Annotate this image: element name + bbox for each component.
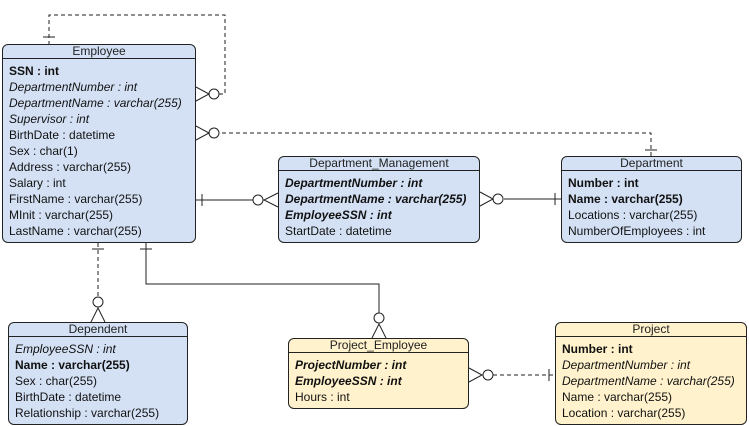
entity-field: SSN : int	[9, 64, 59, 78]
crowfoot-marker	[371, 322, 387, 339]
crowfoot-marker	[479, 191, 495, 207]
entity-field: DepartmentName : varchar(255)	[285, 192, 467, 206]
entity-field: Name : varchar(255)	[15, 358, 130, 372]
rel-project-project-employee	[468, 367, 555, 383]
entity-field: LastName : varchar(255)	[9, 224, 142, 238]
entity-field: Supervisor : int	[9, 112, 90, 126]
entity-field: Location : varchar(255)	[562, 406, 686, 420]
crowfoot-marker	[468, 367, 484, 383]
rel-department-employee-line	[219, 132, 652, 156]
entity-department-management[interactable]: Department_Management DepartmentNumber :…	[278, 156, 480, 243]
entity-field: Name : varchar(255)	[562, 390, 673, 404]
entity-field: DepartmentName : varchar(255)	[9, 96, 182, 110]
crowfoot-marker	[195, 125, 211, 141]
crowfoot-marker	[262, 192, 279, 208]
entity-field: ProjectNumber : int	[295, 358, 407, 372]
entity-field: Locations : varchar(255)	[568, 208, 698, 222]
entity-title: Project_Employee	[289, 339, 468, 353]
entity-field: DepartmentNumber : int	[562, 358, 691, 372]
entity-field: Sex : char(255)	[15, 374, 98, 388]
entity-field: Hours : int	[295, 390, 350, 404]
entity-field: Salary : int	[9, 176, 66, 190]
zero-marker	[252, 194, 264, 206]
entity-field: MInit : varchar(255)	[9, 208, 114, 222]
entity-field: Relationship : varchar(255)	[15, 406, 160, 420]
rel-employee-dependent	[90, 243, 106, 323]
rel-employee-supervisor-line	[48, 14, 226, 95]
rel-employee-project-employee	[140, 243, 387, 339]
zero-marker	[92, 296, 104, 308]
crowfoot-marker	[195, 86, 211, 102]
zero-marker	[208, 88, 220, 100]
rel-employee-pe-line	[145, 243, 380, 313]
rel-employee-department-management	[196, 192, 279, 208]
entity-field: EmployeeSSN : int	[295, 374, 402, 388]
entity-field: FirstName : varchar(255)	[9, 192, 143, 206]
entity-title: Project	[556, 323, 746, 337]
zero-marker	[492, 193, 504, 205]
entity-field: BirthDate : datetime	[9, 128, 116, 142]
entity-field: Name : varchar(255)	[568, 192, 683, 206]
entity-field: EmployeeSSN : int	[285, 208, 392, 222]
entity-field: BirthDate : datetime	[15, 390, 122, 404]
entity-title: Employee	[3, 45, 195, 59]
entity-field: Sex : char(1)	[9, 144, 78, 158]
zero-marker	[208, 127, 220, 139]
entity-title: Department_Management	[279, 157, 479, 171]
crowfoot-marker	[90, 306, 106, 323]
entity-field: EmployeeSSN : int	[15, 342, 116, 356]
entity-field: DepartmentNumber : int	[285, 176, 423, 190]
entity-title: Dependent	[9, 323, 187, 337]
entity-field: Address : varchar(255)	[9, 160, 132, 174]
zero-marker	[482, 369, 494, 381]
entity-field: StartDate : datetime	[285, 224, 392, 238]
rel-department-employee	[195, 125, 657, 156]
entity-field: Number : int	[568, 176, 639, 190]
zero-marker	[373, 312, 385, 324]
entity-field: NumberOfEmployees : int	[568, 224, 706, 238]
entity-field: DepartmentName : varchar(255)	[562, 374, 735, 388]
entity-field: DepartmentNumber : int	[9, 80, 138, 94]
entity-field: Number : int	[562, 342, 633, 356]
rel-employee-supervisor	[43, 14, 226, 102]
rel-department-department-management	[479, 191, 561, 207]
entity-title: Department	[562, 157, 741, 171]
